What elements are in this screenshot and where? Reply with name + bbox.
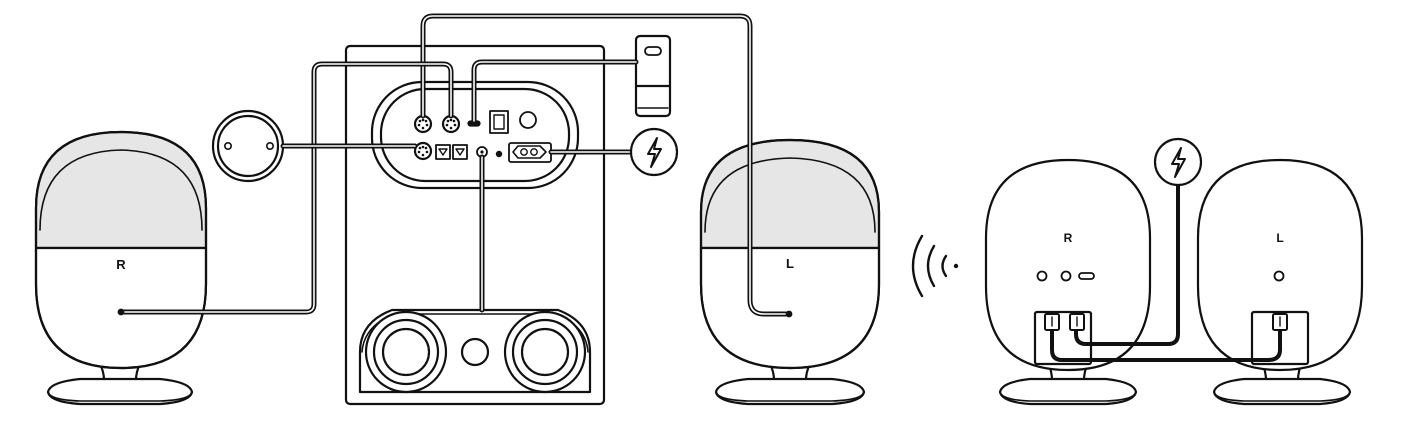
cable-desk-adapter — [471, 59, 639, 124]
center-woofer-left — [364, 310, 448, 394]
center-woofer-right — [503, 310, 587, 394]
wireless-signal-icon — [911, 234, 959, 298]
rear-right-plug-2 — [1069, 313, 1085, 331]
front-right-input-port — [117, 308, 125, 316]
front-left-speaker — [699, 138, 881, 406]
power-icon-front — [629, 127, 679, 177]
pairing-button — [519, 111, 537, 129]
power-icon-rear — [1153, 137, 1203, 187]
rear-right-port-1 — [1036, 270, 1048, 282]
rear-left-port — [1273, 270, 1285, 282]
front-left-speaker-label: L — [786, 256, 794, 271]
desk-adapter — [634, 34, 672, 118]
control-pod — [211, 109, 285, 183]
rear-left-speaker — [1196, 158, 1364, 406]
indicator-dot — [495, 150, 503, 158]
power-switch — [489, 110, 509, 134]
rear-left-speaker-label: L — [1276, 231, 1283, 245]
cable-front-left — [420, 13, 791, 317]
rear-right-speaker-label: R — [1064, 231, 1073, 245]
control-pod-button-left — [224, 142, 233, 151]
center-speaker — [358, 308, 592, 394]
rear-right-port-2 — [1060, 270, 1072, 282]
front-right-speaker-label: R — [116, 257, 126, 272]
rear-right-speaker — [984, 158, 1152, 406]
cable-front-right — [119, 61, 454, 315]
rear-power-cable — [1074, 184, 1180, 346]
front-left-input-port — [785, 310, 793, 318]
ac-power-inlet — [508, 142, 552, 163]
optical-input-2 — [452, 144, 468, 160]
control-pod-button-right — [265, 142, 274, 151]
front-right-speaker — [34, 130, 208, 406]
rear-interconnect-cable — [1050, 320, 1282, 362]
optical-input-1 — [435, 144, 451, 160]
center-tweeter — [460, 337, 490, 367]
rear-cables — [1044, 184, 1288, 362]
rear-right-usb-port — [1078, 272, 1095, 280]
cables — [119, 13, 791, 317]
din-port-3 — [413, 141, 433, 161]
rear-right-plug-1 — [1044, 313, 1060, 331]
rear-left-plug — [1272, 313, 1288, 331]
desk-adapter-led — [644, 46, 662, 56]
